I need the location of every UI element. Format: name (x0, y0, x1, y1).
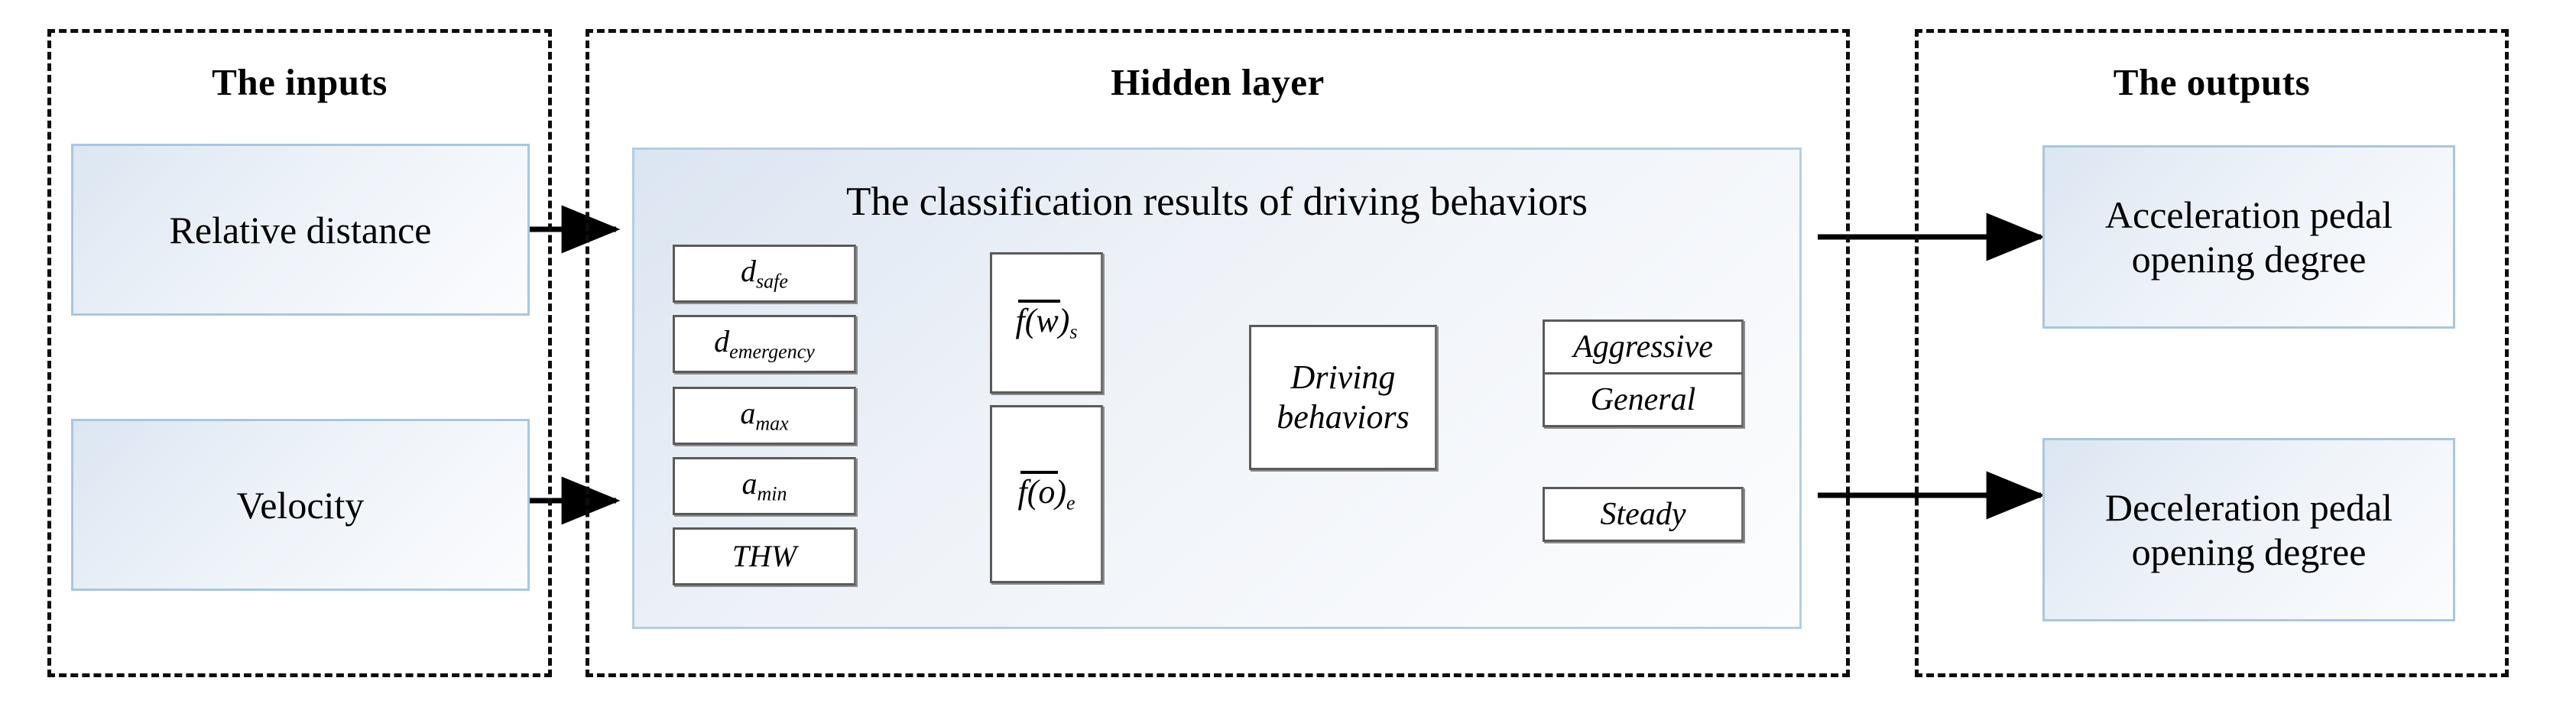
function-box-f-o-e[interactable]: f(o)e (990, 405, 1103, 583)
feature-box-thw-label: THW (732, 539, 797, 573)
function-box-f-w-s-label: f(w)s (1015, 299, 1078, 343)
class-box-general[interactable]: General (1543, 372, 1744, 427)
panel-hidden-layer-title: Hidden layer (1111, 61, 1325, 103)
driving-behaviors-box[interactable]: Driving behaviors (1249, 325, 1437, 470)
feature-box-a-min[interactable]: amin (673, 457, 856, 515)
feature-box-d-emergency-label: demergency (714, 323, 815, 363)
acceleration-line2: opening degree (2131, 238, 2367, 281)
feature-box-d-emergency[interactable]: demergency (673, 315, 856, 373)
output-box-acceleration-pedal-label: Acceleration pedal opening degree (2097, 193, 2400, 281)
deceleration-line1: Deceleration pedal (2104, 486, 2393, 529)
panel-outputs-title: The outputs (2113, 61, 2311, 103)
class-box-aggressive[interactable]: Aggressive (1543, 319, 1744, 375)
input-box-relative-distance[interactable]: Relative distance (71, 144, 530, 316)
feature-box-d-safe-label: dsafe (741, 253, 788, 293)
feature-box-d-safe[interactable]: dsafe (673, 245, 856, 303)
class-box-aggressive-label: Aggressive (1573, 329, 1713, 365)
feature-box-a-max-label: amax (740, 395, 789, 435)
class-box-general-label: General (1590, 382, 1696, 417)
acceleration-line1: Acceleration pedal (2104, 193, 2393, 236)
output-box-deceleration-pedal-label: Deceleration pedal opening degree (2097, 485, 2400, 574)
input-box-relative-distance-label: Relative distance (169, 208, 432, 251)
class-box-steady-label: Steady (1600, 497, 1686, 532)
driving-behaviors-line2: behaviors (1277, 398, 1410, 436)
output-box-deceleration-pedal[interactable]: Deceleration pedal opening degree (2042, 438, 2455, 621)
input-box-velocity[interactable]: Velocity (71, 419, 530, 591)
feature-box-thw[interactable]: THW (673, 527, 856, 585)
panel-hidden-layer (586, 29, 1850, 677)
output-box-acceleration-pedal[interactable]: Acceleration pedal opening degree (2042, 145, 2455, 329)
class-box-steady[interactable]: Steady (1543, 487, 1744, 542)
function-box-f-o-e-label: f(o)e (1017, 470, 1075, 514)
panel-inputs (47, 29, 552, 677)
feature-box-a-min-label: amin (741, 465, 787, 505)
driving-behaviors-label: Driving behaviors (1277, 358, 1410, 437)
driving-behaviors-line1: Driving (1290, 358, 1396, 397)
function-box-f-w-s[interactable]: f(w)s (990, 252, 1103, 394)
deceleration-line2: opening degree (2131, 530, 2367, 573)
panel-inputs-title: The inputs (212, 61, 388, 103)
feature-box-a-max[interactable]: amax (673, 387, 856, 445)
hidden-layer-caption: The classification results of driving be… (846, 180, 1588, 224)
panel-outputs (1915, 29, 2509, 677)
input-box-velocity-label: Velocity (236, 483, 365, 527)
